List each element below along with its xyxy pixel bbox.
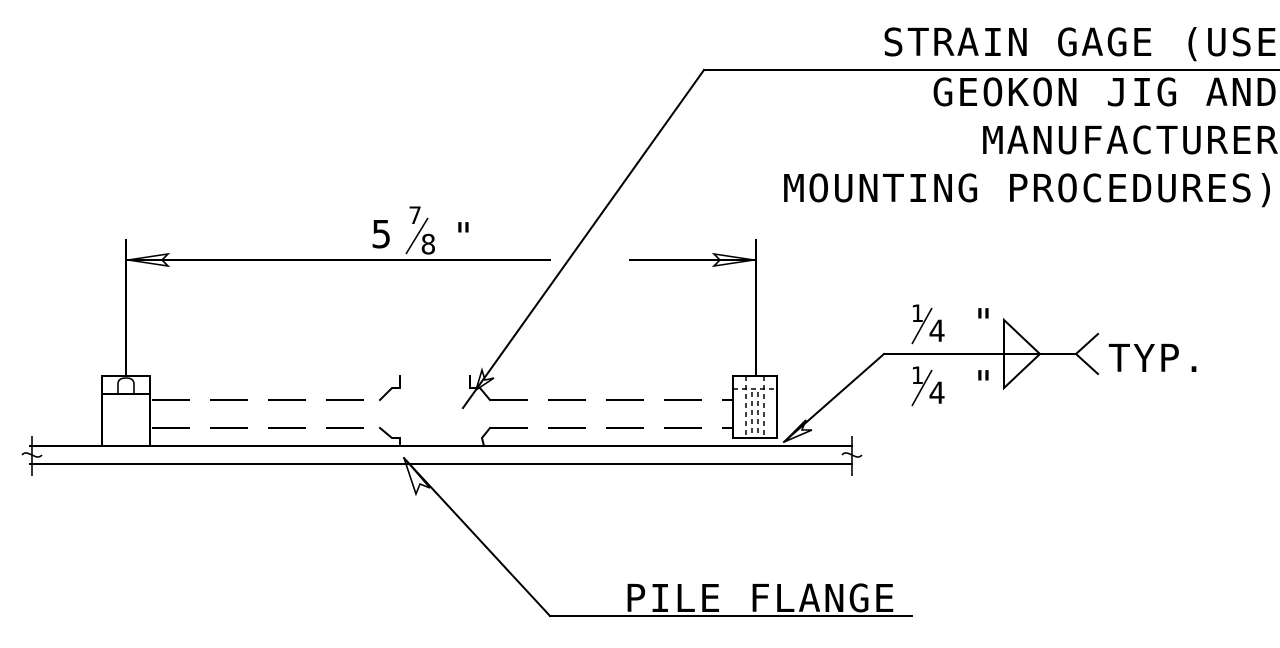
pile-flange-leader: PILE FLANGE: [402, 456, 913, 621]
left-mounting-block: [101, 375, 151, 447]
strain-gage-body: [152, 375, 732, 448]
strain-gage-label-line-4: MOUNTING PROCEDURES): [782, 167, 1280, 211]
weld-size-top: 1 4 ": [910, 300, 997, 350]
weld-bottom-den: 4: [928, 377, 946, 412]
strain-gage-leader: [461, 68, 1280, 410]
dimension-arrow-left: [127, 252, 171, 268]
weld-bottom-inch: ": [972, 363, 997, 407]
weld-top-num: 1: [910, 300, 924, 328]
fillet-weld-triangle: [1003, 317, 1042, 391]
strain-gage-label-line-2: GEOKON JIG AND: [932, 71, 1280, 115]
weld-size-bottom: 1 4 ": [910, 362, 997, 412]
dimension-frac-den: 8: [420, 228, 437, 261]
dimension-text: 5 7 8 ": [370, 202, 477, 261]
dimension-frac-num: 7: [408, 202, 422, 230]
dimension-arrow-right: [711, 252, 755, 268]
right-mounting-block: [732, 375, 778, 439]
strain-gage-arrow: [474, 367, 495, 392]
dimension-line: [125, 239, 757, 377]
weld-tail: [1074, 332, 1100, 376]
weld-arrow: [783, 419, 813, 443]
pile-flange-plate: [21, 436, 863, 476]
dimension-whole: 5: [370, 213, 395, 257]
strain-gage-label: STRAIN GAGE (USE GEOKON JIG AND MANUFACT…: [782, 21, 1280, 211]
weld-symbol: TYP.: [782, 317, 1208, 444]
dimension-inch: ": [452, 215, 477, 259]
weld-top-inch: ": [972, 301, 997, 345]
weld-top-den: 4: [928, 315, 946, 350]
weld-typ-label: TYP.: [1108, 337, 1208, 381]
pile-flange-arrow: [403, 457, 431, 497]
strain-gage-label-line-1: STRAIN GAGE (USE: [882, 21, 1280, 65]
strain-gage-label-line-3: MANUFACTURER: [981, 119, 1280, 163]
weld-bottom-num: 1: [910, 362, 924, 390]
pile-flange-label: PILE FLANGE: [624, 577, 898, 621]
